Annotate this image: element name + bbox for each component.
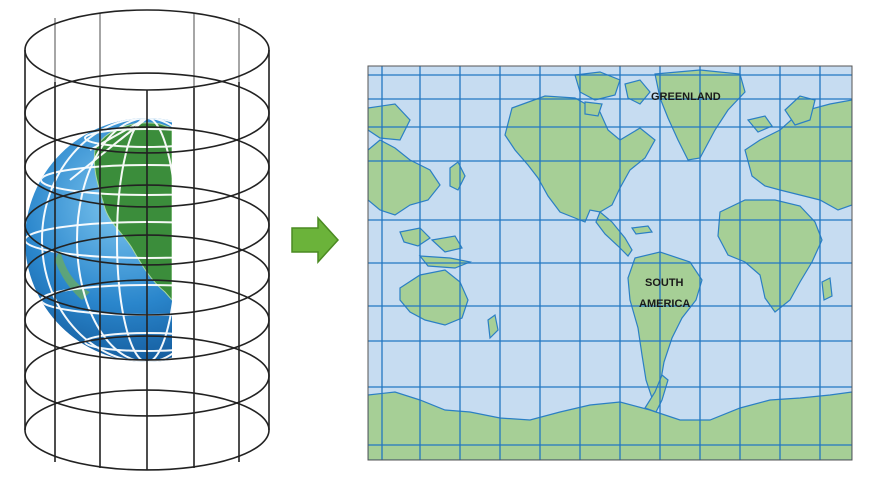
projection-cylinder — [24, 9, 270, 471]
label-greenland: GREENLAND — [651, 91, 721, 103]
cylinder-projection-illustration — [24, 9, 270, 471]
map-australia — [399, 269, 469, 326]
mercator-map: GREENLAND SOUTH AMERICA — [367, 65, 853, 461]
label-south-america-line2: AMERICA — [639, 298, 690, 310]
arrow-icon — [291, 216, 340, 264]
label-south-america-line1: SOUTH — [645, 277, 684, 289]
map-frame — [367, 65, 853, 461]
map-graticule — [368, 66, 852, 460]
map-africa — [717, 199, 823, 313]
map-south-america — [627, 251, 703, 400]
